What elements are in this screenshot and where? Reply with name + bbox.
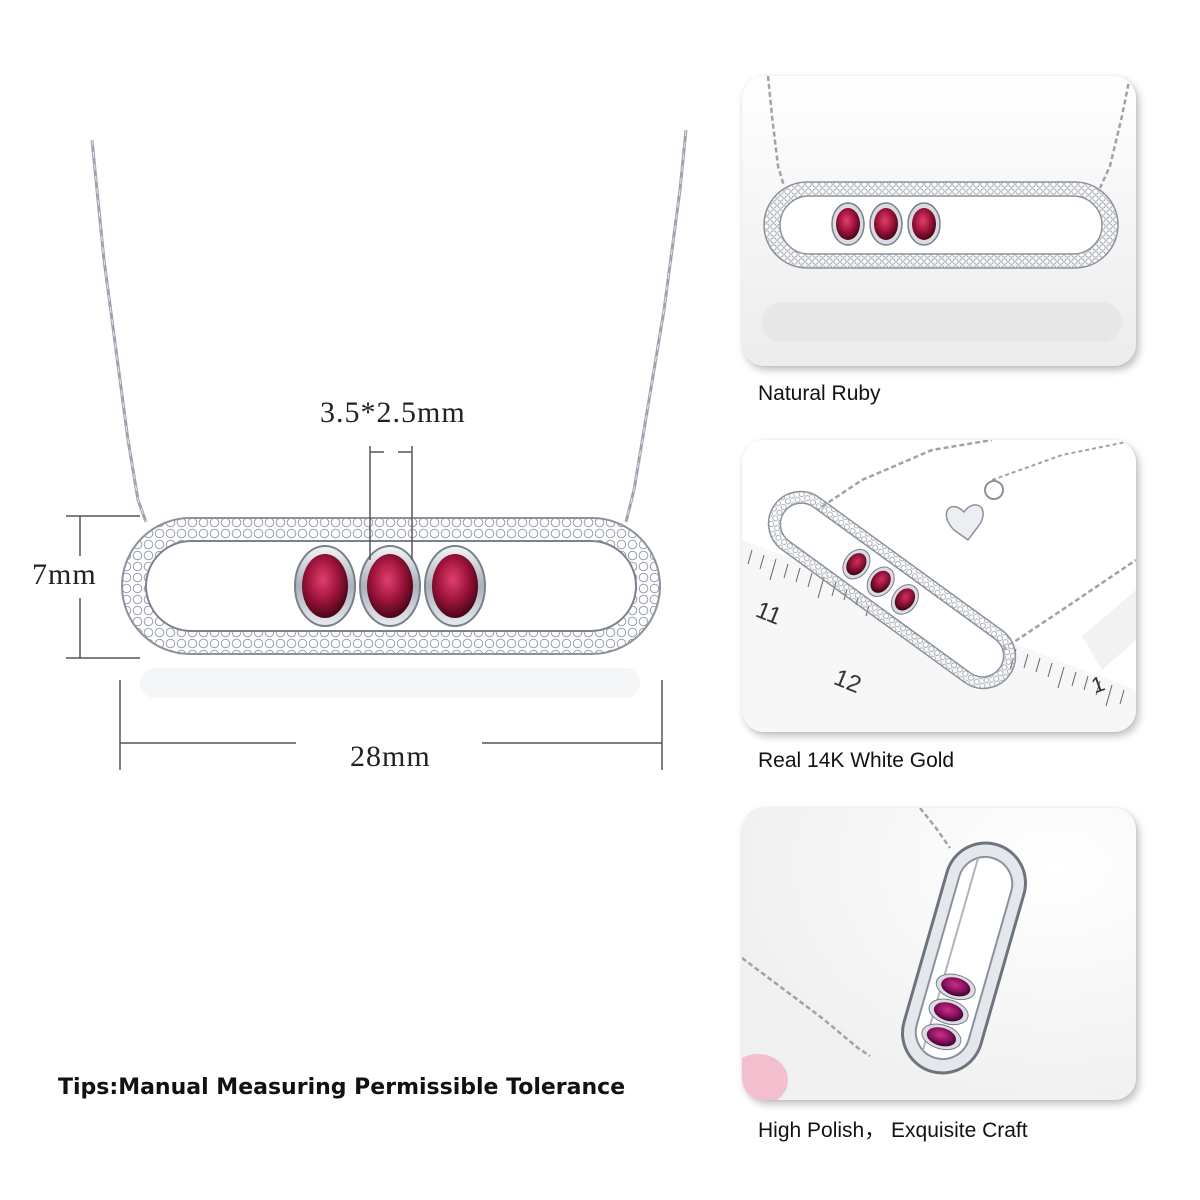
main-product-figure: 3.5*2.5mm 7mm 28mm: [32, 129, 688, 773]
ruler-measure-image: [742, 440, 1136, 732]
dimension-lines: [66, 446, 663, 770]
detail-card-ruby: [742, 76, 1136, 366]
ruby-stones: [294, 545, 486, 627]
caption-white-gold: Real 14K White Gold: [758, 749, 955, 772]
necklace-main-image: [66, 129, 688, 770]
polish-closeup-image: [742, 808, 1136, 1100]
caption-high-polish: High Polish， Exquisite Craft: [758, 1119, 1028, 1142]
tips-text: Tips:Manual Measuring Permissible Tolera…: [58, 1075, 626, 1100]
detail-card-white-gold: 11 12 1: [742, 440, 1136, 732]
caption-natural-ruby: Natural Ruby: [758, 382, 881, 405]
width-label: 28mm: [350, 740, 431, 773]
chain-left: [90, 139, 148, 523]
height-label: 7mm: [32, 558, 97, 591]
detail-card-polish: [742, 808, 1136, 1100]
chain-right: [624, 129, 688, 523]
ruby-closeup-image: [742, 76, 1136, 366]
stone-size-label: 3.5*2.5mm: [320, 396, 466, 429]
